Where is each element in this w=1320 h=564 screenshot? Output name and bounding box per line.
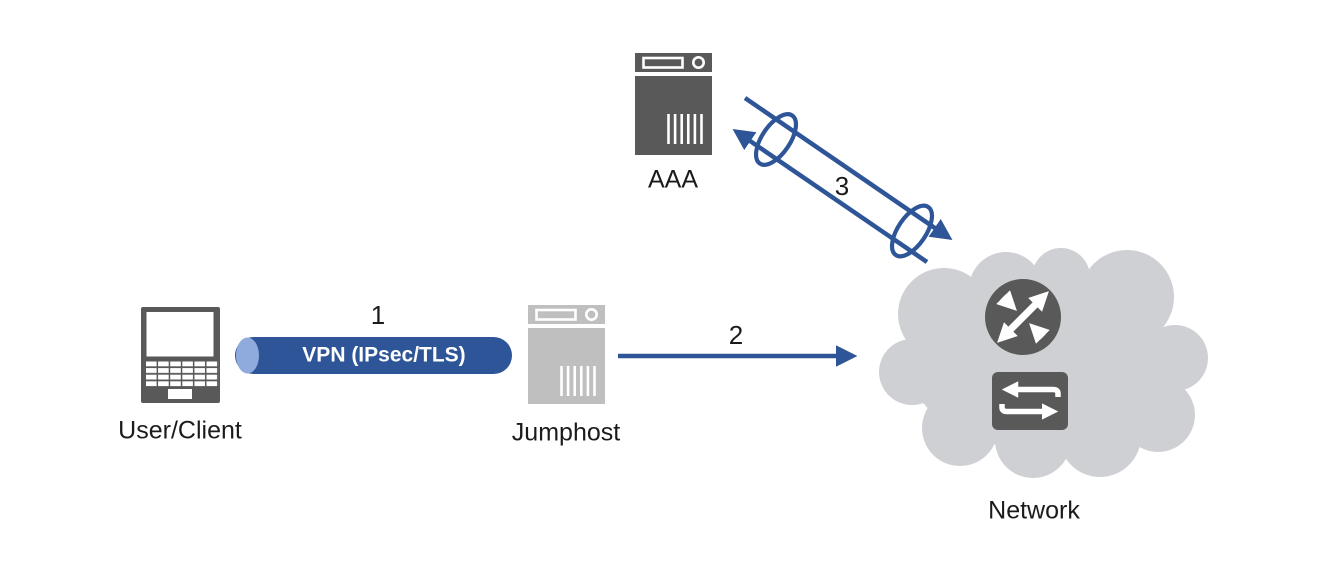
aaa-label: AAA	[647, 165, 699, 194]
tunnel-ring-lower	[889, 203, 935, 259]
network-label: Network	[988, 496, 1080, 525]
server-vents	[667, 114, 703, 144]
server-slot	[642, 56, 684, 69]
laptop-icon	[141, 307, 220, 403]
tunnel-ring-upper	[753, 112, 799, 167]
laptop-trackpad	[168, 389, 192, 399]
step3-number: 3	[834, 171, 850, 201]
server-icon-jumphost	[528, 305, 605, 404]
server-slot	[535, 308, 577, 321]
server-knob	[691, 55, 705, 69]
secure-tunnel-icon-step3	[732, 96, 953, 264]
vpn-tunnel-icon	[235, 337, 512, 374]
server-icon-aaa	[635, 53, 712, 155]
jumphost-label: Jumphost	[511, 418, 621, 447]
server-top-unit	[635, 53, 712, 72]
switch-box	[992, 372, 1068, 430]
tunnel-arrow-to-aaa	[732, 128, 929, 264]
server-knob	[584, 307, 598, 321]
server-vents	[560, 366, 596, 396]
server-body	[635, 76, 712, 155]
vpn-tunnel-pill	[235, 337, 512, 374]
user-client-label: User/Client	[118, 416, 242, 445]
server-body	[528, 328, 605, 404]
switch-icon	[992, 372, 1068, 430]
step2-number: 2	[728, 320, 744, 350]
cloud-icon	[879, 248, 1208, 478]
laptop-keyboard	[146, 361, 219, 387]
tunnel-arrow-to-network	[743, 96, 953, 241]
step1-number: 1	[370, 300, 386, 330]
server-top-unit	[528, 305, 605, 324]
laptop-screen	[146, 312, 214, 357]
router-icon	[985, 279, 1061, 355]
vpn-tunnel-label: VPN (IPsec/TLS)	[302, 343, 466, 367]
vpn-tunnel-cap	[236, 337, 259, 374]
